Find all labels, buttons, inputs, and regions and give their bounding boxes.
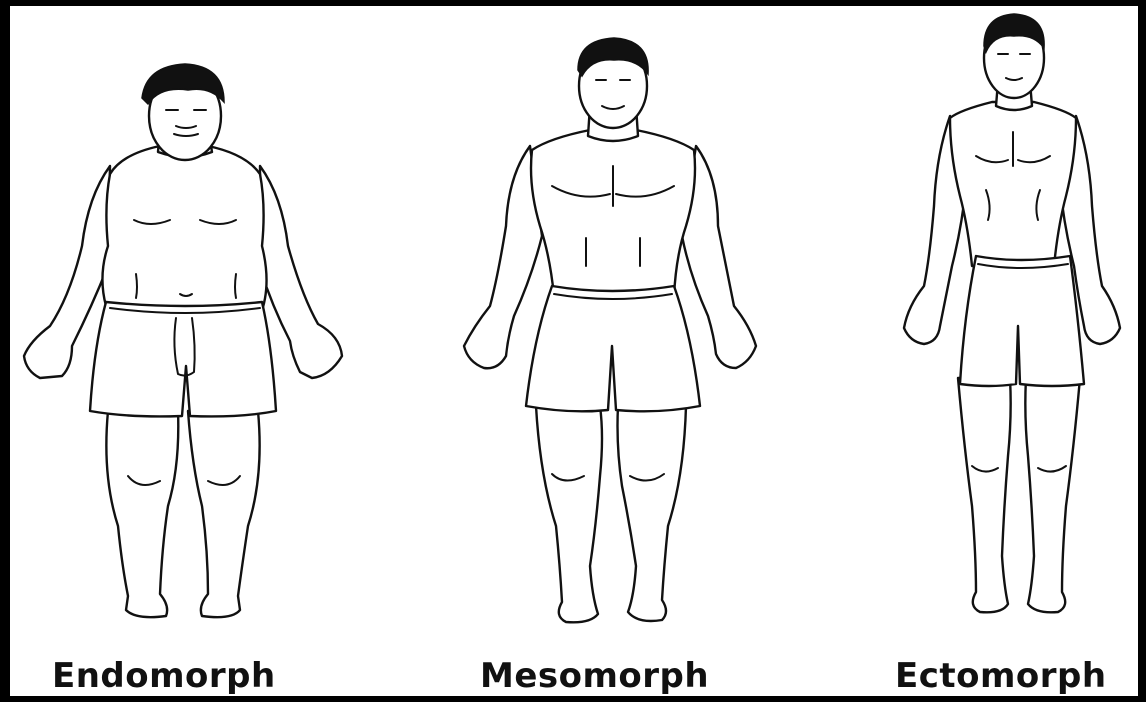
mesomorph-drawing [450,6,780,646]
mesomorph-label: Mesomorph [480,656,709,696]
ectomorph-label: Ectomorph [895,656,1107,696]
mesomorph-figure [450,6,780,646]
ectomorph-drawing [880,6,1138,646]
endomorph-figure [10,6,390,646]
endomorph-label: Endomorph [52,656,276,696]
illustration-frame: Endomorph Mesomorph Ectomorph [10,6,1138,696]
ectomorph-figure [880,6,1138,646]
endomorph-drawing [10,6,390,646]
